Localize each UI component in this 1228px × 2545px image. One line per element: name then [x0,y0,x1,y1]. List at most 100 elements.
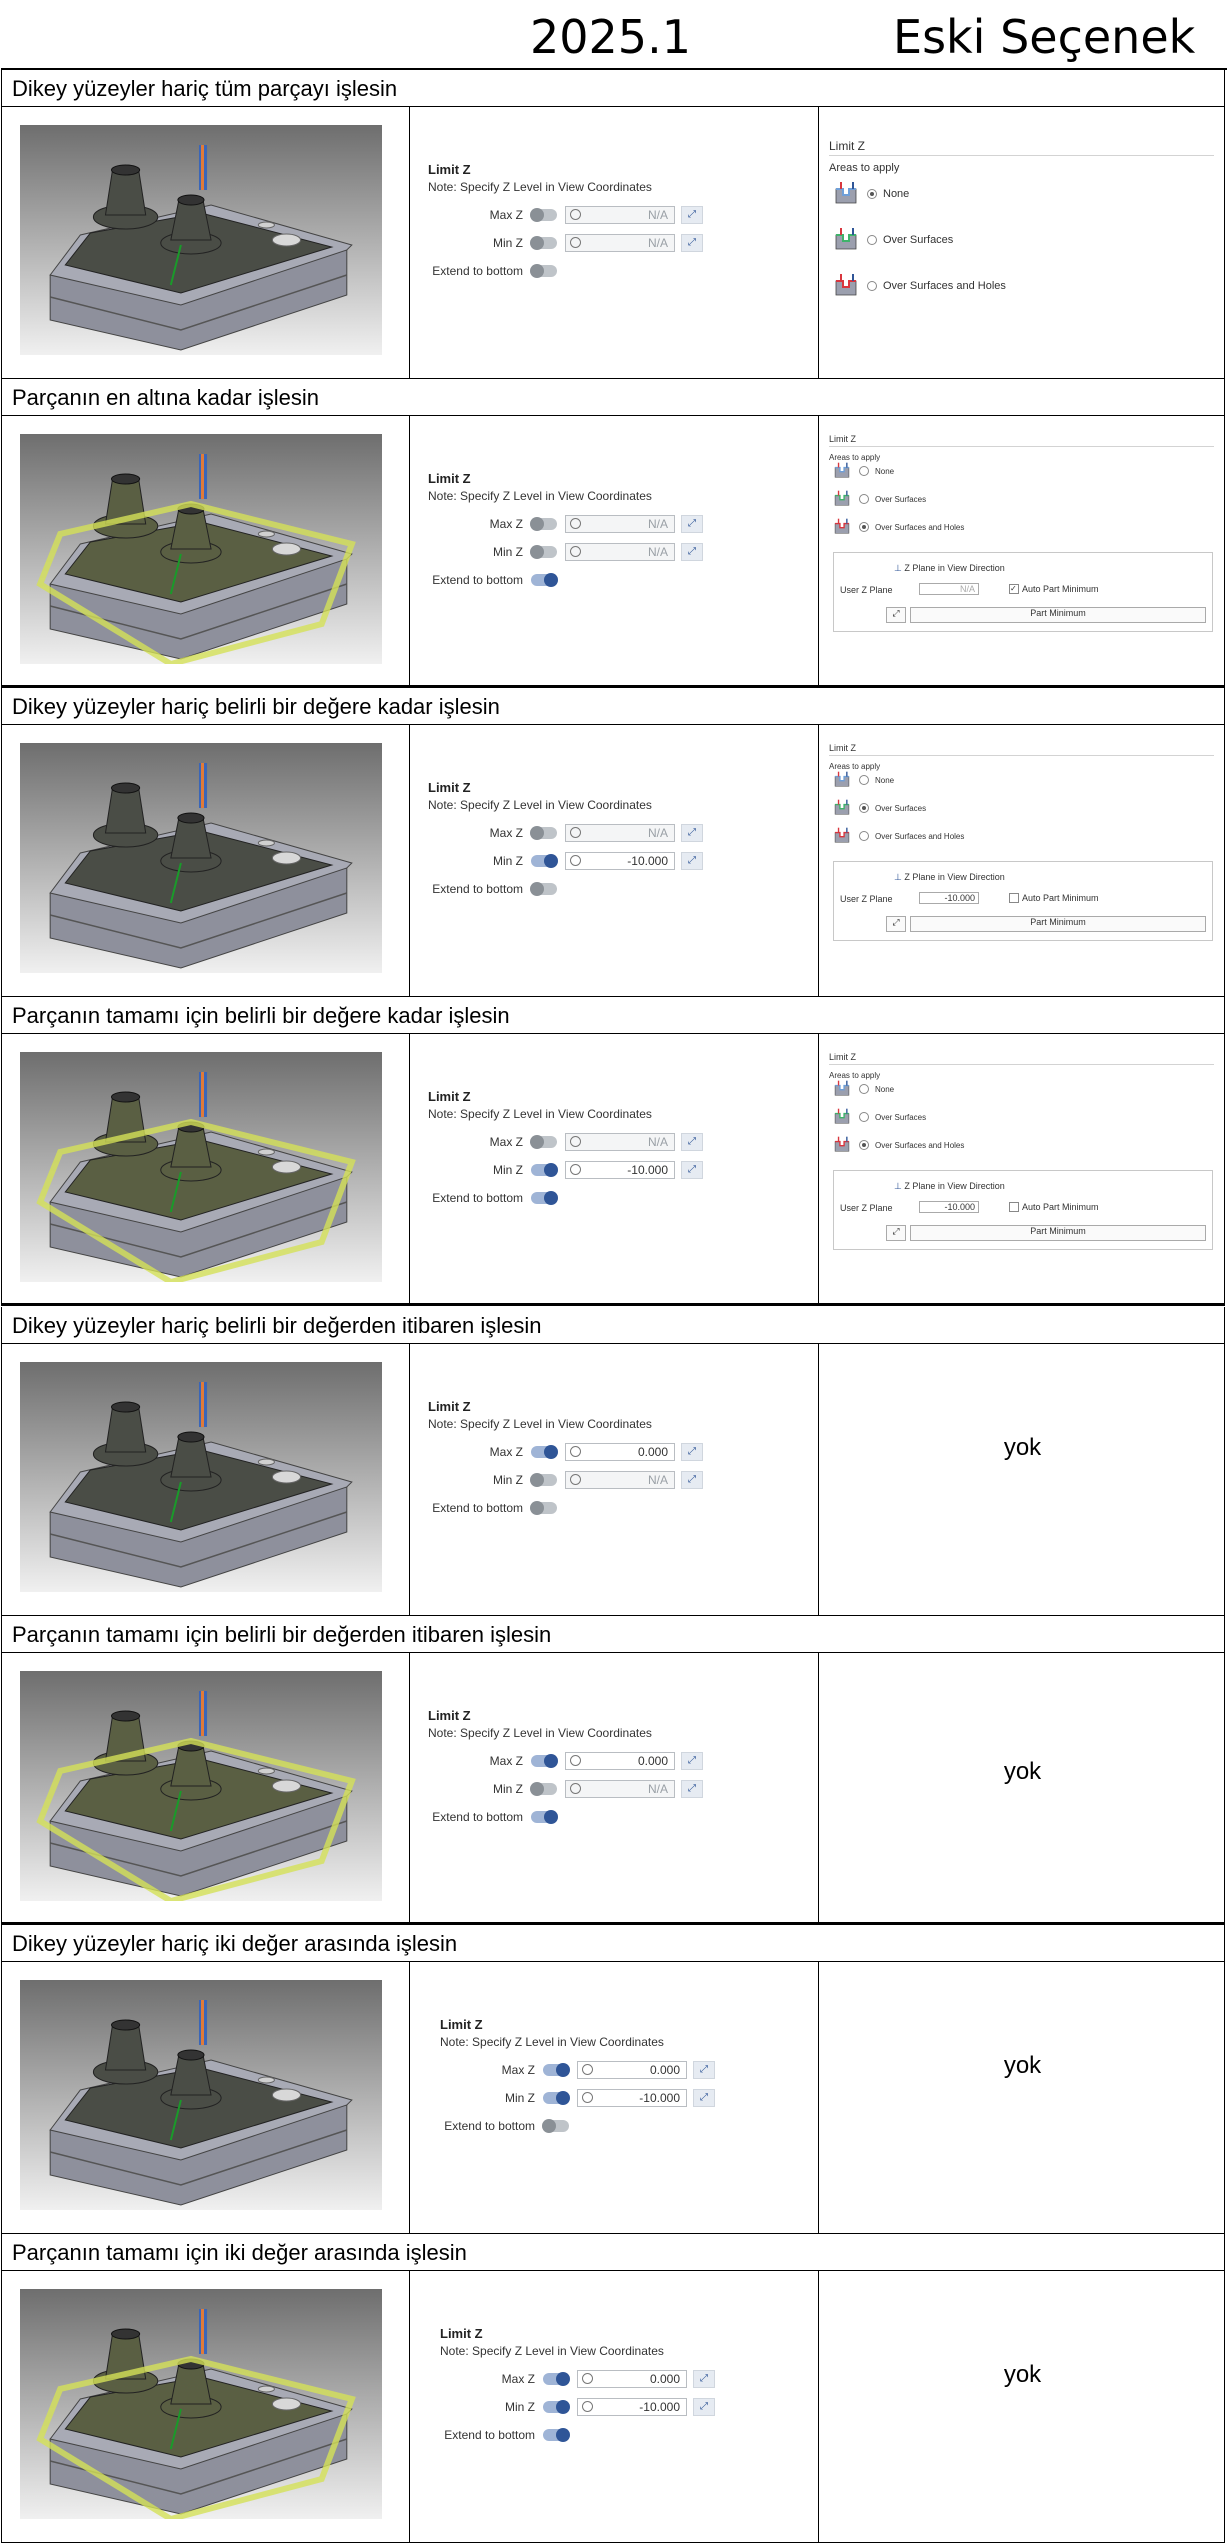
min-z-toggle[interactable] [543,2400,570,2414]
min-z-input[interactable]: N/A [565,1780,675,1798]
min-z-pick-button[interactable]: ⤢ [681,1161,703,1179]
max-z-toggle[interactable] [531,1754,558,1768]
old-option-cell: yok [819,1344,1226,1615]
extend-to-bottom-toggle[interactable] [531,1191,558,1205]
max-z-input[interactable]: N/A [565,1133,675,1151]
max-z-input[interactable]: N/A [565,824,675,842]
area-option-none[interactable]: None [833,1080,894,1098]
min-z-toggle[interactable] [530,545,557,559]
max-z-pick-button[interactable]: ⤢ [681,206,703,224]
min-z-toggle[interactable] [530,1782,557,1796]
max-z-input[interactable]: N/A [565,206,675,224]
extend-to-bottom-toggle[interactable] [530,882,557,896]
max-z-pick-button[interactable]: ⤢ [681,1752,703,1770]
radio-button[interactable] [859,466,869,476]
max-z-toggle[interactable] [530,1135,557,1149]
extend-to-bottom-toggle[interactable] [530,264,557,278]
extend-to-bottom-toggle[interactable] [530,1501,557,1515]
min-z-pick-button[interactable]: ⤢ [681,852,703,870]
max-z-pick-button[interactable]: ⤢ [681,1443,703,1461]
pick-z-button[interactable]: ⤢ [886,916,906,932]
min-z-toggle[interactable] [530,236,557,250]
min-z-input[interactable]: -10.000 [565,1161,675,1179]
max-z-input[interactable]: 0.000 [565,1443,675,1461]
radio-button[interactable] [859,1112,869,1122]
pick-z-button[interactable]: ⤢ [886,607,906,623]
area-option-none[interactable]: None [833,462,894,480]
max-z-toggle[interactable] [531,1445,558,1459]
max-z-toggle[interactable] [530,208,557,222]
limit-z-note: Note: Specify Z Level in View Coordinate… [428,180,652,194]
auto-part-minimum-checkbox[interactable]: ✓ [1009,584,1019,594]
max-z-pick-button[interactable]: ⤢ [693,2370,715,2388]
max-z-input[interactable]: 0.000 [577,2370,687,2388]
max-z-pick-button[interactable]: ⤢ [693,2061,715,2079]
radio-button[interactable] [859,775,869,785]
min-z-pick-button[interactable]: ⤢ [681,543,703,561]
area-option-label: Over Surfaces [883,234,954,246]
pick-z-button[interactable]: ⤢ [886,1225,906,1241]
min-z-pick-button[interactable]: ⤢ [681,1471,703,1489]
area-option-surfaces[interactable]: Over Surfaces [833,799,926,817]
min-z-pick-button[interactable]: ⤢ [693,2398,715,2416]
min-z-value: N/A [647,1473,668,1487]
area-option-none[interactable]: None [833,771,894,789]
max-z-input[interactable]: 0.000 [577,2061,687,2079]
auto-part-minimum-checkbox[interactable] [1009,1202,1019,1212]
min-z-input[interactable]: N/A [565,543,675,561]
radio-button[interactable] [859,1140,869,1150]
max-z-value: 0.000 [649,2372,680,2386]
min-z-input[interactable]: N/A [565,234,675,252]
max-z-pick-button[interactable]: ⤢ [681,824,703,842]
extend-to-bottom-toggle[interactable] [543,2428,570,2442]
min-z-toggle[interactable] [543,2091,570,2105]
min-z-pick-button[interactable]: ⤢ [693,2089,715,2107]
radio-button[interactable] [859,803,869,813]
user-z-input[interactable]: -10.000 [919,1201,979,1213]
part-minimum-button[interactable]: Part Minimum [910,1225,1206,1241]
min-z-input[interactable]: -10.000 [565,852,675,870]
min-z-input[interactable]: N/A [565,1471,675,1489]
extend-to-bottom-toggle[interactable] [542,2119,569,2133]
max-z-toggle[interactable] [530,826,557,840]
min-z-toggle[interactable] [531,854,558,868]
radio-button[interactable] [867,189,877,199]
area-option-holes[interactable]: Over Surfaces and Holes [833,518,964,536]
area-option-surfaces[interactable]: Over Surfaces [833,1108,926,1126]
area-option-surfaces[interactable]: Over Surfaces [833,227,953,253]
min-z-pick-button[interactable]: ⤢ [681,1780,703,1798]
extend-to-bottom-toggle[interactable] [531,573,558,587]
area-option-holes[interactable]: Over Surfaces and Holes [833,827,964,845]
auto-part-minimum-checkbox[interactable] [1009,893,1019,903]
max-z-input[interactable]: N/A [565,515,675,533]
max-z-label: Max Z [489,208,523,222]
min-z-toggle[interactable] [531,1163,558,1177]
area-option-surfaces[interactable]: Over Surfaces [833,490,926,508]
no-option-text: yok [1003,1434,1042,1461]
min-z-toggle[interactable] [530,1473,557,1487]
part-minimum-button[interactable]: Part Minimum [910,916,1206,932]
area-option-holes[interactable]: Over Surfaces and Holes [833,1136,964,1154]
max-z-toggle[interactable] [543,2372,570,2386]
max-z-pick-button[interactable]: ⤢ [681,1133,703,1151]
min-z-input[interactable]: -10.000 [577,2089,687,2107]
extend-to-bottom-row: Extend to bottom [428,1806,565,1828]
min-z-pick-button[interactable]: ⤢ [681,234,703,252]
user-z-input[interactable]: -10.000 [919,892,979,904]
radio-button[interactable] [867,281,877,291]
radio-button[interactable] [867,235,877,245]
radio-button[interactable] [859,494,869,504]
part-minimum-button[interactable]: Part Minimum [910,607,1206,623]
max-z-toggle[interactable] [543,2063,570,2077]
area-option-holes[interactable]: Over Surfaces and Holes [833,273,1006,299]
area-option-none[interactable]: None [833,181,909,207]
radio-button[interactable] [859,1084,869,1094]
radio-button[interactable] [859,831,869,841]
user-z-input[interactable]: N/A [919,583,979,595]
min-z-input[interactable]: -10.000 [577,2398,687,2416]
max-z-pick-button[interactable]: ⤢ [681,515,703,533]
radio-button[interactable] [859,522,869,532]
max-z-input[interactable]: 0.000 [565,1752,675,1770]
extend-to-bottom-toggle[interactable] [531,1810,558,1824]
max-z-toggle[interactable] [530,517,557,531]
